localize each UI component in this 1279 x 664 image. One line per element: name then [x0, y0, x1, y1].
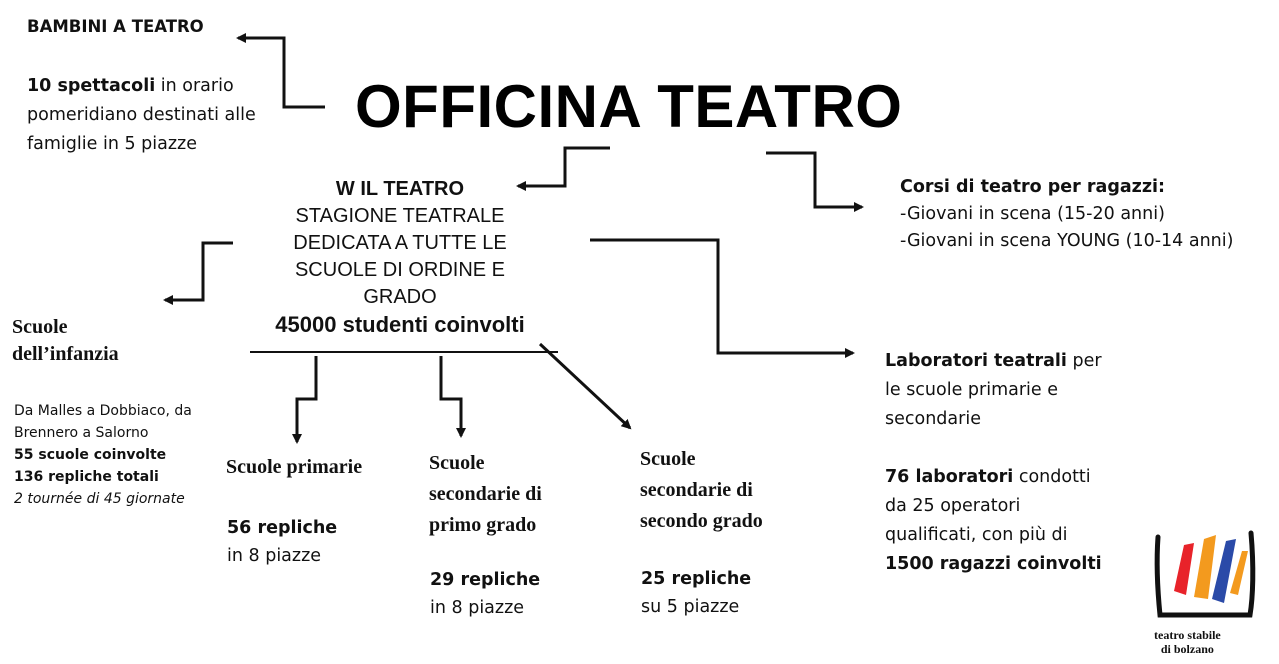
laboratori-line: secondarie: [885, 409, 981, 429]
arrow-to-primarie: [292, 356, 318, 444]
laboratori-title-rest: per: [1066, 351, 1102, 371]
arrow-to-secondo-grado: [538, 342, 632, 430]
w-il-teatro-title: W IL TEATRO: [335, 178, 465, 200]
bambini-text: in orario pomeridiano destinati alle fam…: [27, 76, 256, 154]
secondo-grado-title-line: secondarie di: [640, 479, 753, 501]
primo-grado-title-line: primo grado: [429, 514, 537, 536]
students-involved: 45000 studenti coinvolti: [275, 312, 525, 337]
main-title: OFFICINA TEATRO: [355, 73, 903, 140]
logo-caption-line: di bolzano: [1160, 642, 1214, 656]
primarie-repliche: 56 repliche: [227, 518, 338, 538]
spacer: [885, 434, 1102, 463]
infanzia-title-line: dell’infanzia: [12, 343, 119, 365]
primo-grado-piazze: in 8 piazze: [430, 598, 525, 618]
infanzia-repliche: 136 repliche totali: [14, 469, 159, 485]
corsi-item: -Giovani in scena YOUNG (10-14 anni): [900, 231, 1234, 251]
secondo-grado-title: Scuole secondarie di secondo grado: [640, 444, 763, 537]
laboratori-line: le scuole primarie e: [885, 380, 1059, 400]
arrow-to-primo-grado: [439, 356, 466, 438]
corsi-title: Corsi di teatro per ragazzi:: [900, 177, 1166, 197]
laboratori-title: Laboratori teatrali per: [885, 347, 1102, 376]
laboratori-block: Laboratori teatrali per le scuole primar…: [885, 347, 1102, 579]
secondo-grado-piazze: su 5 piazze: [641, 597, 740, 617]
laboratori-qualified: qualificati, con più di: [885, 525, 1068, 545]
infanzia-title: Scuole dell’infanzia: [12, 314, 119, 368]
arrow-to-infanzia: [163, 241, 233, 305]
primo-grado-repliche: 29 repliche: [430, 570, 541, 590]
arrow-to-corsi: [766, 151, 864, 212]
logo-caption: teatro stabile di bolzano: [1154, 628, 1221, 656]
infanzia-description: Da Malles a Dobbiaco, da Brennero a Salo…: [14, 400, 192, 510]
infanzia-tournee: 2 tournée di 45 giornate: [14, 491, 185, 507]
laboratori-count: 76 laboratori condotti: [885, 463, 1102, 492]
teatro-stabile-logo-icon: [1154, 530, 1256, 618]
arrow-to-laboratori: [590, 238, 855, 358]
primarie-piazze: in 8 piazze: [227, 546, 322, 566]
laboratori-count-bold: 76 laboratori: [885, 467, 1014, 487]
w-il-teatro-line: GRADO: [363, 286, 437, 308]
laboratori-ragazzi: 1500 ragazzi coinvolti: [885, 554, 1102, 574]
corsi-item: -Giovani in scena (15-20 anni): [900, 204, 1165, 224]
infanzia-line: Da Malles a Dobbiaco, da: [14, 403, 192, 419]
secondo-grado-description: 25 repliche su 5 piazze: [641, 565, 751, 621]
w-il-teatro-line: STAGIONE TEATRALE: [295, 205, 505, 227]
primo-grado-title-line: secondarie di: [429, 483, 542, 505]
logo-caption-line: teatro stabile: [1154, 628, 1221, 642]
infanzia-line: Brennero a Salorno: [14, 425, 149, 441]
primarie-description: 56 repliche in 8 piazze: [227, 514, 337, 570]
primo-grado-description: 29 repliche in 8 piazze: [430, 566, 540, 622]
secondo-grado-repliche: 25 repliche: [641, 569, 752, 589]
infanzia-title-line: Scuole: [12, 316, 68, 338]
laboratori-count-rest: condotti: [1013, 467, 1091, 487]
bambini-count: 10 spettacoli: [27, 76, 156, 96]
w-il-teatro-block: W IL TEATRO STAGIONE TEATRALE DEDICATA A…: [260, 176, 540, 338]
arrow-to-w-il-teatro: [516, 146, 610, 191]
primarie-title: Scuole primarie: [226, 456, 363, 478]
arrow-to-bambini: [236, 33, 325, 109]
primo-grado-title-line: Scuole: [429, 452, 485, 474]
corsi-block: Corsi di teatro per ragazzi: -Giovani in…: [900, 174, 1233, 255]
secondo-grado-title-line: Scuole: [640, 448, 696, 470]
infanzia-scuole: 55 scuole coinvolte: [14, 447, 167, 463]
laboratori-title-bold: Laboratori teatrali: [885, 351, 1067, 371]
secondo-grado-title-line: secondo grado: [640, 510, 763, 532]
w-il-teatro-line: SCUOLE DI ORDINE E: [294, 259, 506, 281]
w-il-teatro-line: DEDICATA A TUTTE LE: [293, 232, 507, 254]
primo-grado-title: Scuole secondarie di primo grado: [429, 448, 542, 541]
bambini-title: BAMBINI A TEATRO: [27, 17, 204, 36]
laboratori-operators: da 25 operatori: [885, 496, 1021, 516]
bambini-description: 10 spettacoli in orario pomeridiano dest…: [27, 72, 267, 159]
